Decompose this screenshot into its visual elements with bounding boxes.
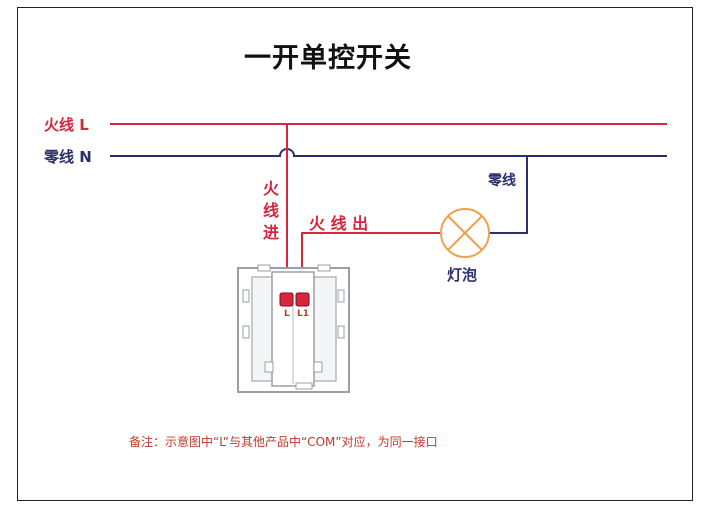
bulb-icon xyxy=(440,208,490,258)
live-out-label: 火 线 出 xyxy=(309,214,369,233)
terminal-l-icon xyxy=(279,292,294,307)
switch-body xyxy=(237,264,350,393)
neutral-branch-label: 零线 xyxy=(488,173,516,189)
neutral-line-label: 零线 N xyxy=(44,148,92,166)
neutral-to-bulb-wire xyxy=(489,156,528,234)
diagram-frame xyxy=(17,7,693,501)
terminal-l1-icon xyxy=(295,292,310,307)
live-in-label: 火 线 进 xyxy=(262,178,280,244)
bulb-label: 灯泡 xyxy=(447,266,478,284)
diagram-title: 一开单控开关 xyxy=(244,43,412,74)
live-line-label: 火线 L xyxy=(44,116,89,134)
footnote: 备注：示意图中“L”与其他产品中“COM”对应，为同一接口 xyxy=(129,435,438,449)
live-in-char-2: 线 xyxy=(262,201,279,220)
neutral-line xyxy=(110,148,667,157)
terminal-l1-label: L1 xyxy=(297,309,309,319)
terminal-l-label: L xyxy=(284,309,290,319)
live-in-char-1: 火 xyxy=(262,179,279,198)
live-in-char-3: 进 xyxy=(262,223,279,242)
